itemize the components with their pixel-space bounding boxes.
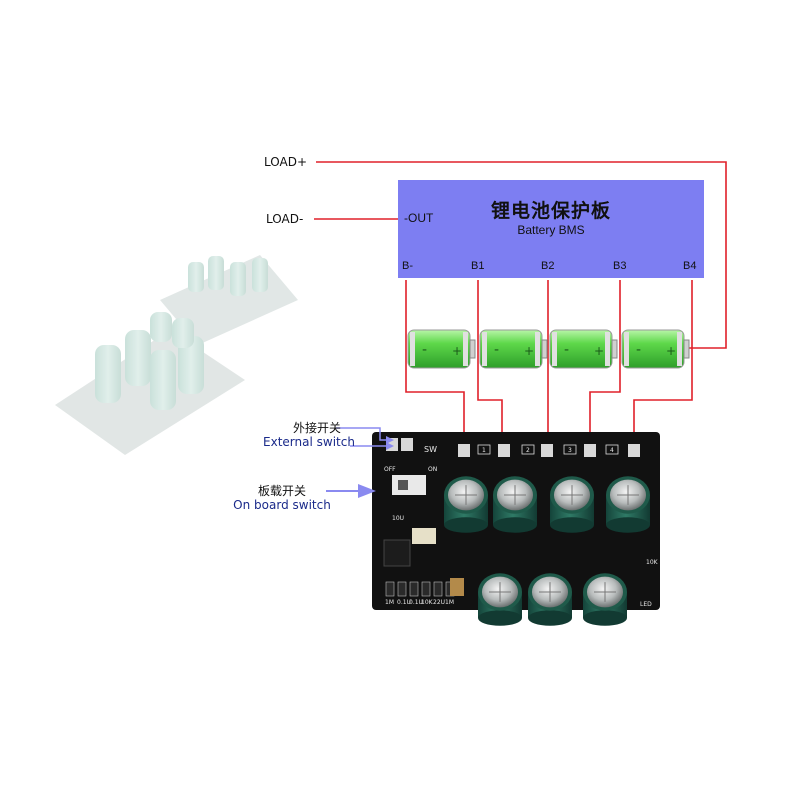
terminal-b-minus: B- [402, 260, 413, 272]
smd-component [385, 581, 395, 597]
electrolytic-capacitor [528, 573, 572, 626]
switch-off-label: OFF [384, 466, 396, 473]
cap-label: 10U [392, 515, 404, 522]
battery-minus-sign: - [422, 342, 427, 358]
battery-cell: -+ [479, 329, 548, 369]
electrolytic-capacitor [444, 476, 488, 533]
wire-b-minus [405, 280, 465, 438]
electrolytic-capacitor [493, 476, 537, 533]
pad-number: 4 [610, 447, 614, 454]
smd-component [421, 581, 431, 597]
pad-number: 1 [482, 447, 486, 454]
bms-out-label: -OUT [404, 211, 434, 225]
red-wires [314, 161, 727, 438]
wire-load-plus [316, 161, 727, 349]
onboard-slide-switch[interactable] [392, 475, 426, 495]
bms-title: 锂电池保护板 [490, 200, 611, 222]
pad-number: 3 [568, 447, 572, 454]
external-switch-en: External switch [263, 435, 355, 449]
battery-minus-sign: - [636, 342, 641, 358]
switch-on-label: ON [428, 466, 437, 473]
terminal-b2: B2 [541, 260, 555, 272]
solder-pad [498, 444, 510, 457]
battery-cell: -+ [549, 329, 618, 369]
terminal-b3: B3 [613, 260, 627, 272]
solder-pad [541, 444, 553, 457]
smd-label: 0.1U [409, 599, 423, 606]
pointer-arrows [326, 427, 394, 498]
smd-label: 22U [433, 599, 445, 606]
smd-label: 10K [421, 599, 434, 606]
led-label: LED [640, 601, 652, 608]
wire-b1 [477, 280, 503, 438]
electrolytic-capacitor [478, 573, 522, 626]
smd-component [409, 581, 419, 597]
battery-plus-sign: + [594, 344, 604, 358]
electrolytic-capacitor [583, 573, 627, 626]
bms-module: 锂电池保护板 Battery BMS -OUT B- B1 B2 B3 B4 [398, 180, 704, 278]
load-minus-label: LOAD- [266, 212, 304, 226]
battery-pack: -+-+-+-+ [407, 329, 690, 369]
external-switch-cn: 外接开关 [292, 421, 341, 435]
solder-pad [458, 444, 470, 457]
onboard-switch-label: 板载开关 On board switch [232, 484, 332, 512]
onboard-switch-cn: 板载开关 [257, 484, 306, 498]
solder-pad [628, 444, 640, 457]
battery-plus-sign: + [666, 344, 676, 358]
solder-pad [584, 444, 596, 457]
onboard-switch-en: On board switch [233, 498, 331, 512]
r10k-label: 10K [646, 559, 659, 566]
bms-subtitle: Battery BMS [517, 223, 585, 237]
smd-component [397, 581, 407, 597]
battery-cell: -+ [407, 329, 476, 369]
battery-plus-sign: + [452, 344, 462, 358]
battery-cell: -+ [621, 329, 690, 369]
wire-b3 [589, 280, 621, 438]
battery-minus-sign: - [494, 342, 499, 358]
ic-smd-label-area [412, 528, 436, 544]
pad-number: 2 [526, 447, 530, 454]
smd-label: 0.1U [397, 599, 411, 606]
tantalum-cap [450, 578, 464, 596]
terminal-b4: B4 [683, 260, 697, 272]
smd-component [433, 581, 443, 597]
electrolytic-capacitor [606, 476, 650, 533]
background-board-images [55, 255, 298, 455]
external-switch-label: 外接开关 External switch [263, 421, 362, 449]
electrolytic-capacitor [550, 476, 594, 533]
ic-chip [383, 539, 411, 567]
solder-pad [401, 438, 413, 451]
battery-minus-sign: - [564, 342, 569, 358]
load-plus-label: LOAD+ [264, 155, 307, 169]
sw-label: SW [424, 445, 437, 454]
wire-b4 [633, 280, 693, 438]
battery-plus-sign: + [524, 344, 534, 358]
switch-knob[interactable] [398, 480, 408, 490]
smd-label: 1M [445, 599, 454, 606]
terminal-b1: B1 [471, 260, 485, 272]
smd-label: 1M [385, 599, 394, 606]
